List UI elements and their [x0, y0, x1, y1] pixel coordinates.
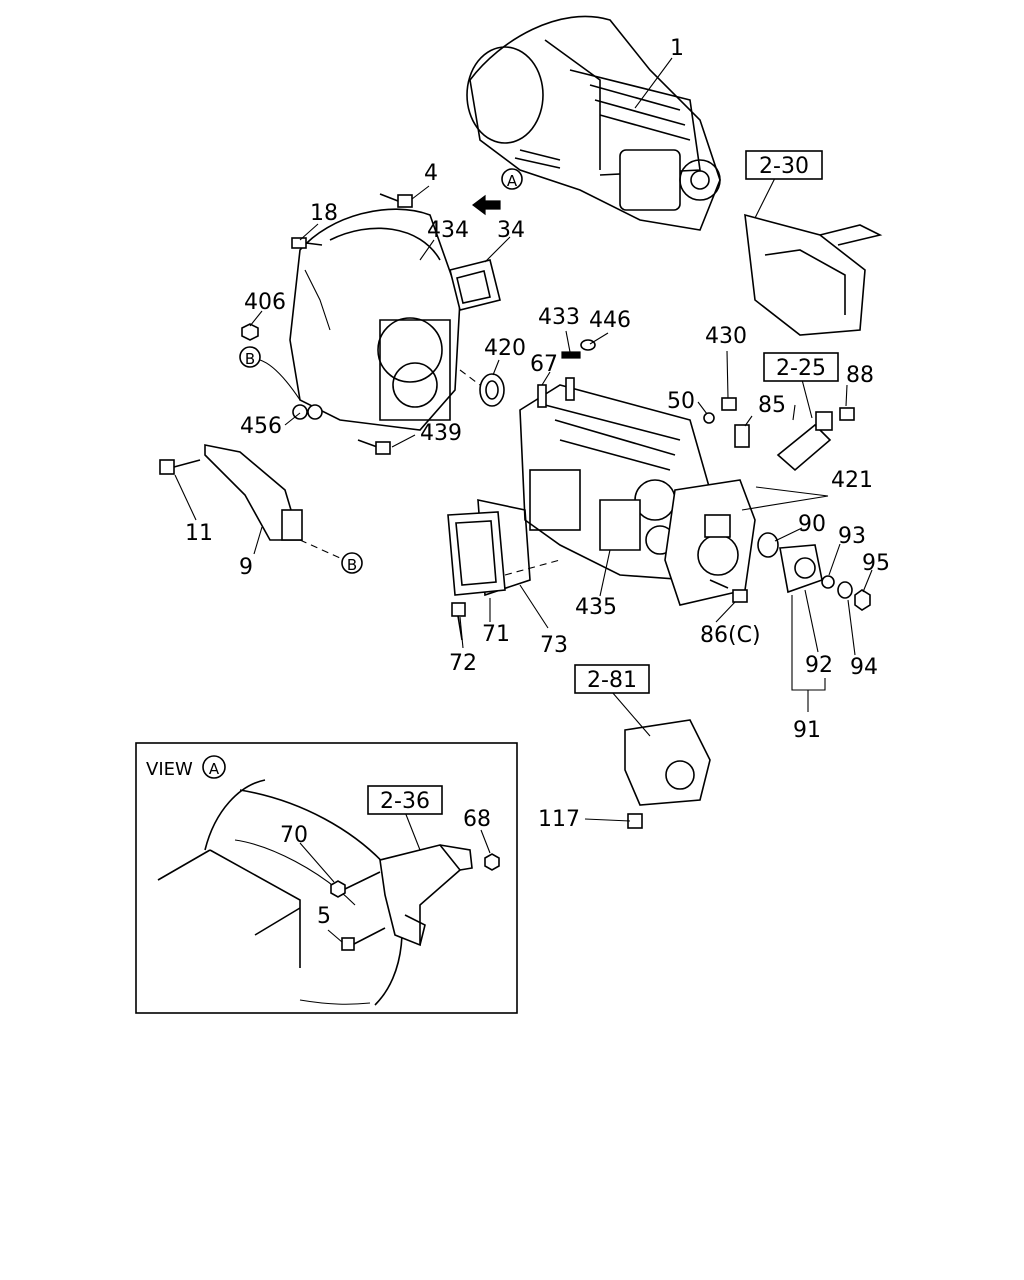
callout-92: 92	[805, 653, 833, 678]
svg-text:2-25: 2-25	[776, 356, 826, 381]
view-a-marker: A	[507, 172, 518, 190]
svg-text:2-81: 2-81	[587, 668, 637, 693]
bolt-88	[839, 407, 855, 421]
callout-90: 90	[798, 512, 826, 537]
callout-73: 73	[540, 633, 568, 658]
callout-50: 50	[667, 389, 695, 414]
view-a-inset: VIEW A 2-36 70 68 5	[135, 742, 518, 1014]
washer-50	[703, 412, 715, 424]
callout-406: 406	[244, 290, 286, 315]
callout-4: 4	[424, 161, 438, 186]
callout-117: 117	[538, 807, 580, 832]
callout-95: 95	[862, 551, 890, 576]
callout-435: 435	[575, 595, 617, 620]
callout-433: 433	[538, 305, 580, 330]
callout-11: 11	[185, 521, 213, 546]
cover-34	[449, 259, 501, 311]
inset-view-marker: A	[209, 760, 220, 778]
callout-456: 456	[240, 414, 282, 439]
callout-1: 1	[670, 36, 684, 61]
callout-18: 18	[310, 201, 338, 226]
bracket-2-30	[744, 213, 883, 336]
callout-5: 5	[317, 904, 331, 929]
b-marker-bottom: B	[341, 552, 363, 574]
callout-93: 93	[838, 524, 866, 549]
bracket-9	[204, 444, 303, 541]
view-a-arrow: A	[472, 168, 523, 216]
callout-421: 421	[831, 468, 873, 493]
transmission-assembly	[466, 15, 721, 231]
pin-433	[561, 351, 581, 359]
ref-box-2-25: 2-25	[763, 352, 839, 382]
leader-lines	[174, 57, 873, 822]
bolt-86	[709, 579, 748, 603]
callout-430: 430	[705, 324, 747, 349]
transmission-case	[519, 377, 711, 581]
seal-420	[479, 373, 505, 407]
clutch-housing	[289, 208, 461, 431]
callouts: 1 4 18 434 34 406 420 433 446 430 67 50 …	[185, 36, 890, 832]
bolt-117	[627, 813, 643, 829]
plug-446	[580, 339, 596, 351]
callout-439: 439	[420, 421, 462, 446]
cover-71	[447, 511, 506, 596]
callout-67: 67	[530, 352, 558, 377]
callout-9: 9	[239, 555, 253, 580]
stud-18	[291, 237, 323, 249]
plug-85	[734, 424, 750, 448]
ref-box-2-81: 2-81	[574, 664, 650, 694]
svg-text:B: B	[245, 350, 255, 368]
callout-72: 72	[449, 651, 477, 676]
callout-94: 94	[850, 655, 878, 680]
callout-88: 88	[846, 363, 874, 388]
oring-93	[821, 575, 835, 589]
callout-70: 70	[280, 823, 308, 848]
ref-box-2-30: 2-30	[745, 150, 823, 180]
callout-446: 446	[589, 308, 631, 333]
nut-406	[241, 323, 259, 341]
inset-title: VIEW	[146, 759, 193, 780]
callout-34: 34	[497, 218, 525, 243]
flange-92	[779, 544, 823, 594]
washer-94	[837, 581, 853, 599]
callout-420: 420	[484, 336, 526, 361]
bolt-430	[721, 397, 737, 411]
bolt-11	[159, 459, 201, 475]
nut-95	[854, 589, 871, 611]
callout-71: 71	[482, 622, 510, 647]
svg-text:B: B	[347, 556, 357, 574]
callout-68: 68	[463, 807, 491, 832]
plate-421	[664, 479, 756, 606]
part-2-81	[624, 719, 711, 806]
b-marker-top: B	[239, 346, 301, 401]
sensor-2-25	[776, 411, 833, 472]
bolt-4	[379, 193, 413, 208]
bolt-456	[292, 404, 323, 420]
bolt-72	[451, 602, 466, 641]
seal-90	[757, 532, 779, 558]
bolt-439	[357, 439, 391, 455]
ref-box-2-36: 2-36	[380, 789, 430, 814]
callout-85: 85	[758, 393, 786, 418]
callout-86: 86(C)	[700, 623, 761, 648]
callout-434: 434	[427, 218, 469, 243]
callout-91: 91	[793, 718, 821, 743]
svg-text:2-30: 2-30	[759, 154, 809, 179]
